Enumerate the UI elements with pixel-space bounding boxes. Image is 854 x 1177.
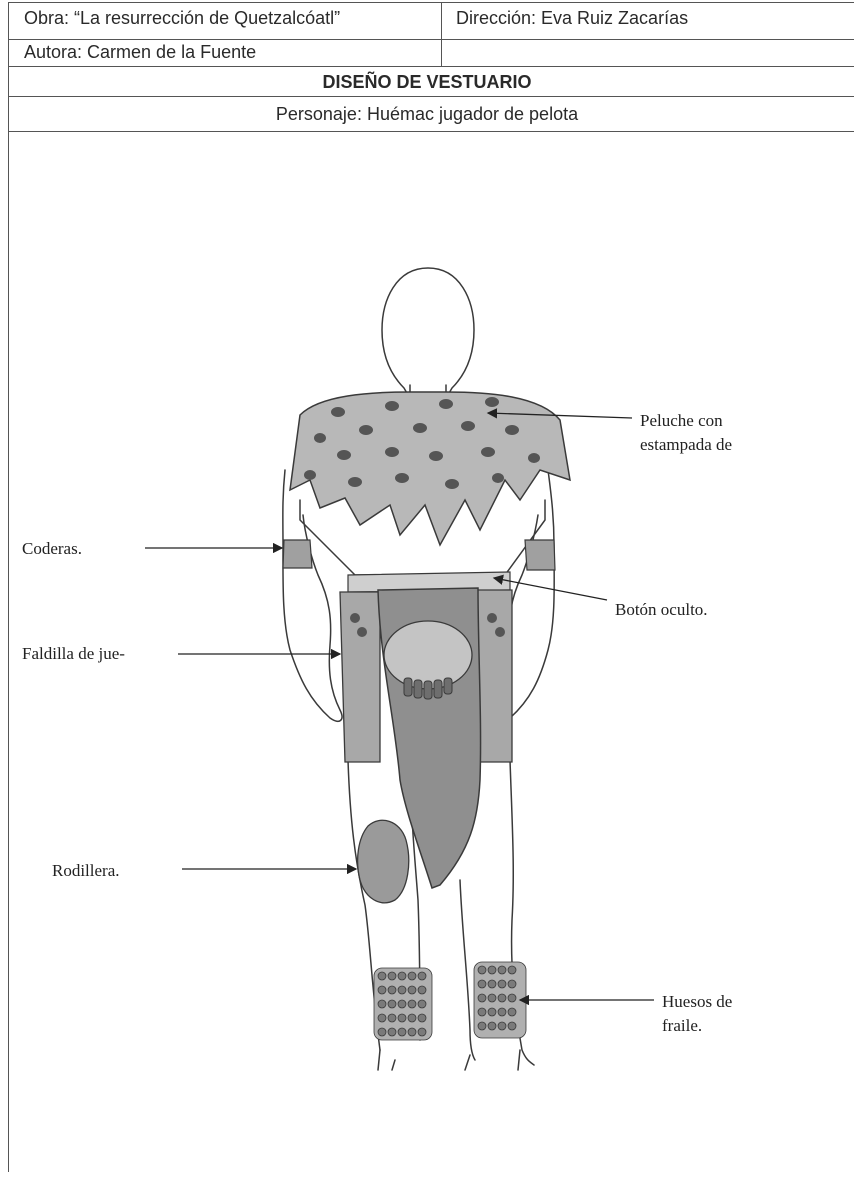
- label-huesos-line1: Huesos de: [662, 991, 732, 1013]
- right-bead-anklet: [474, 962, 526, 1038]
- label-faldilla: Faldilla de jue-: [22, 643, 125, 665]
- knee-pad: [358, 820, 409, 903]
- label-peluche-line2: estampada de: [640, 434, 732, 456]
- left-shorts: [340, 592, 380, 762]
- label-boton: Botón oculto.: [615, 599, 708, 621]
- inner-right-leg: [460, 880, 475, 1060]
- left-armband: [283, 540, 312, 568]
- torso-outline: [300, 500, 545, 575]
- left-bead-anklet: [374, 968, 432, 1040]
- right-armband: [525, 540, 555, 570]
- apron-medallion: [384, 621, 472, 689]
- label-peluche-line1: Peluche con: [640, 410, 723, 432]
- left-arm: [283, 470, 342, 721]
- label-rodillera: Rodillera.: [52, 860, 120, 882]
- label-huesos-line2: fraile.: [662, 1015, 702, 1037]
- label-coderas: Coderas.: [22, 538, 82, 560]
- head-outline: [382, 268, 474, 395]
